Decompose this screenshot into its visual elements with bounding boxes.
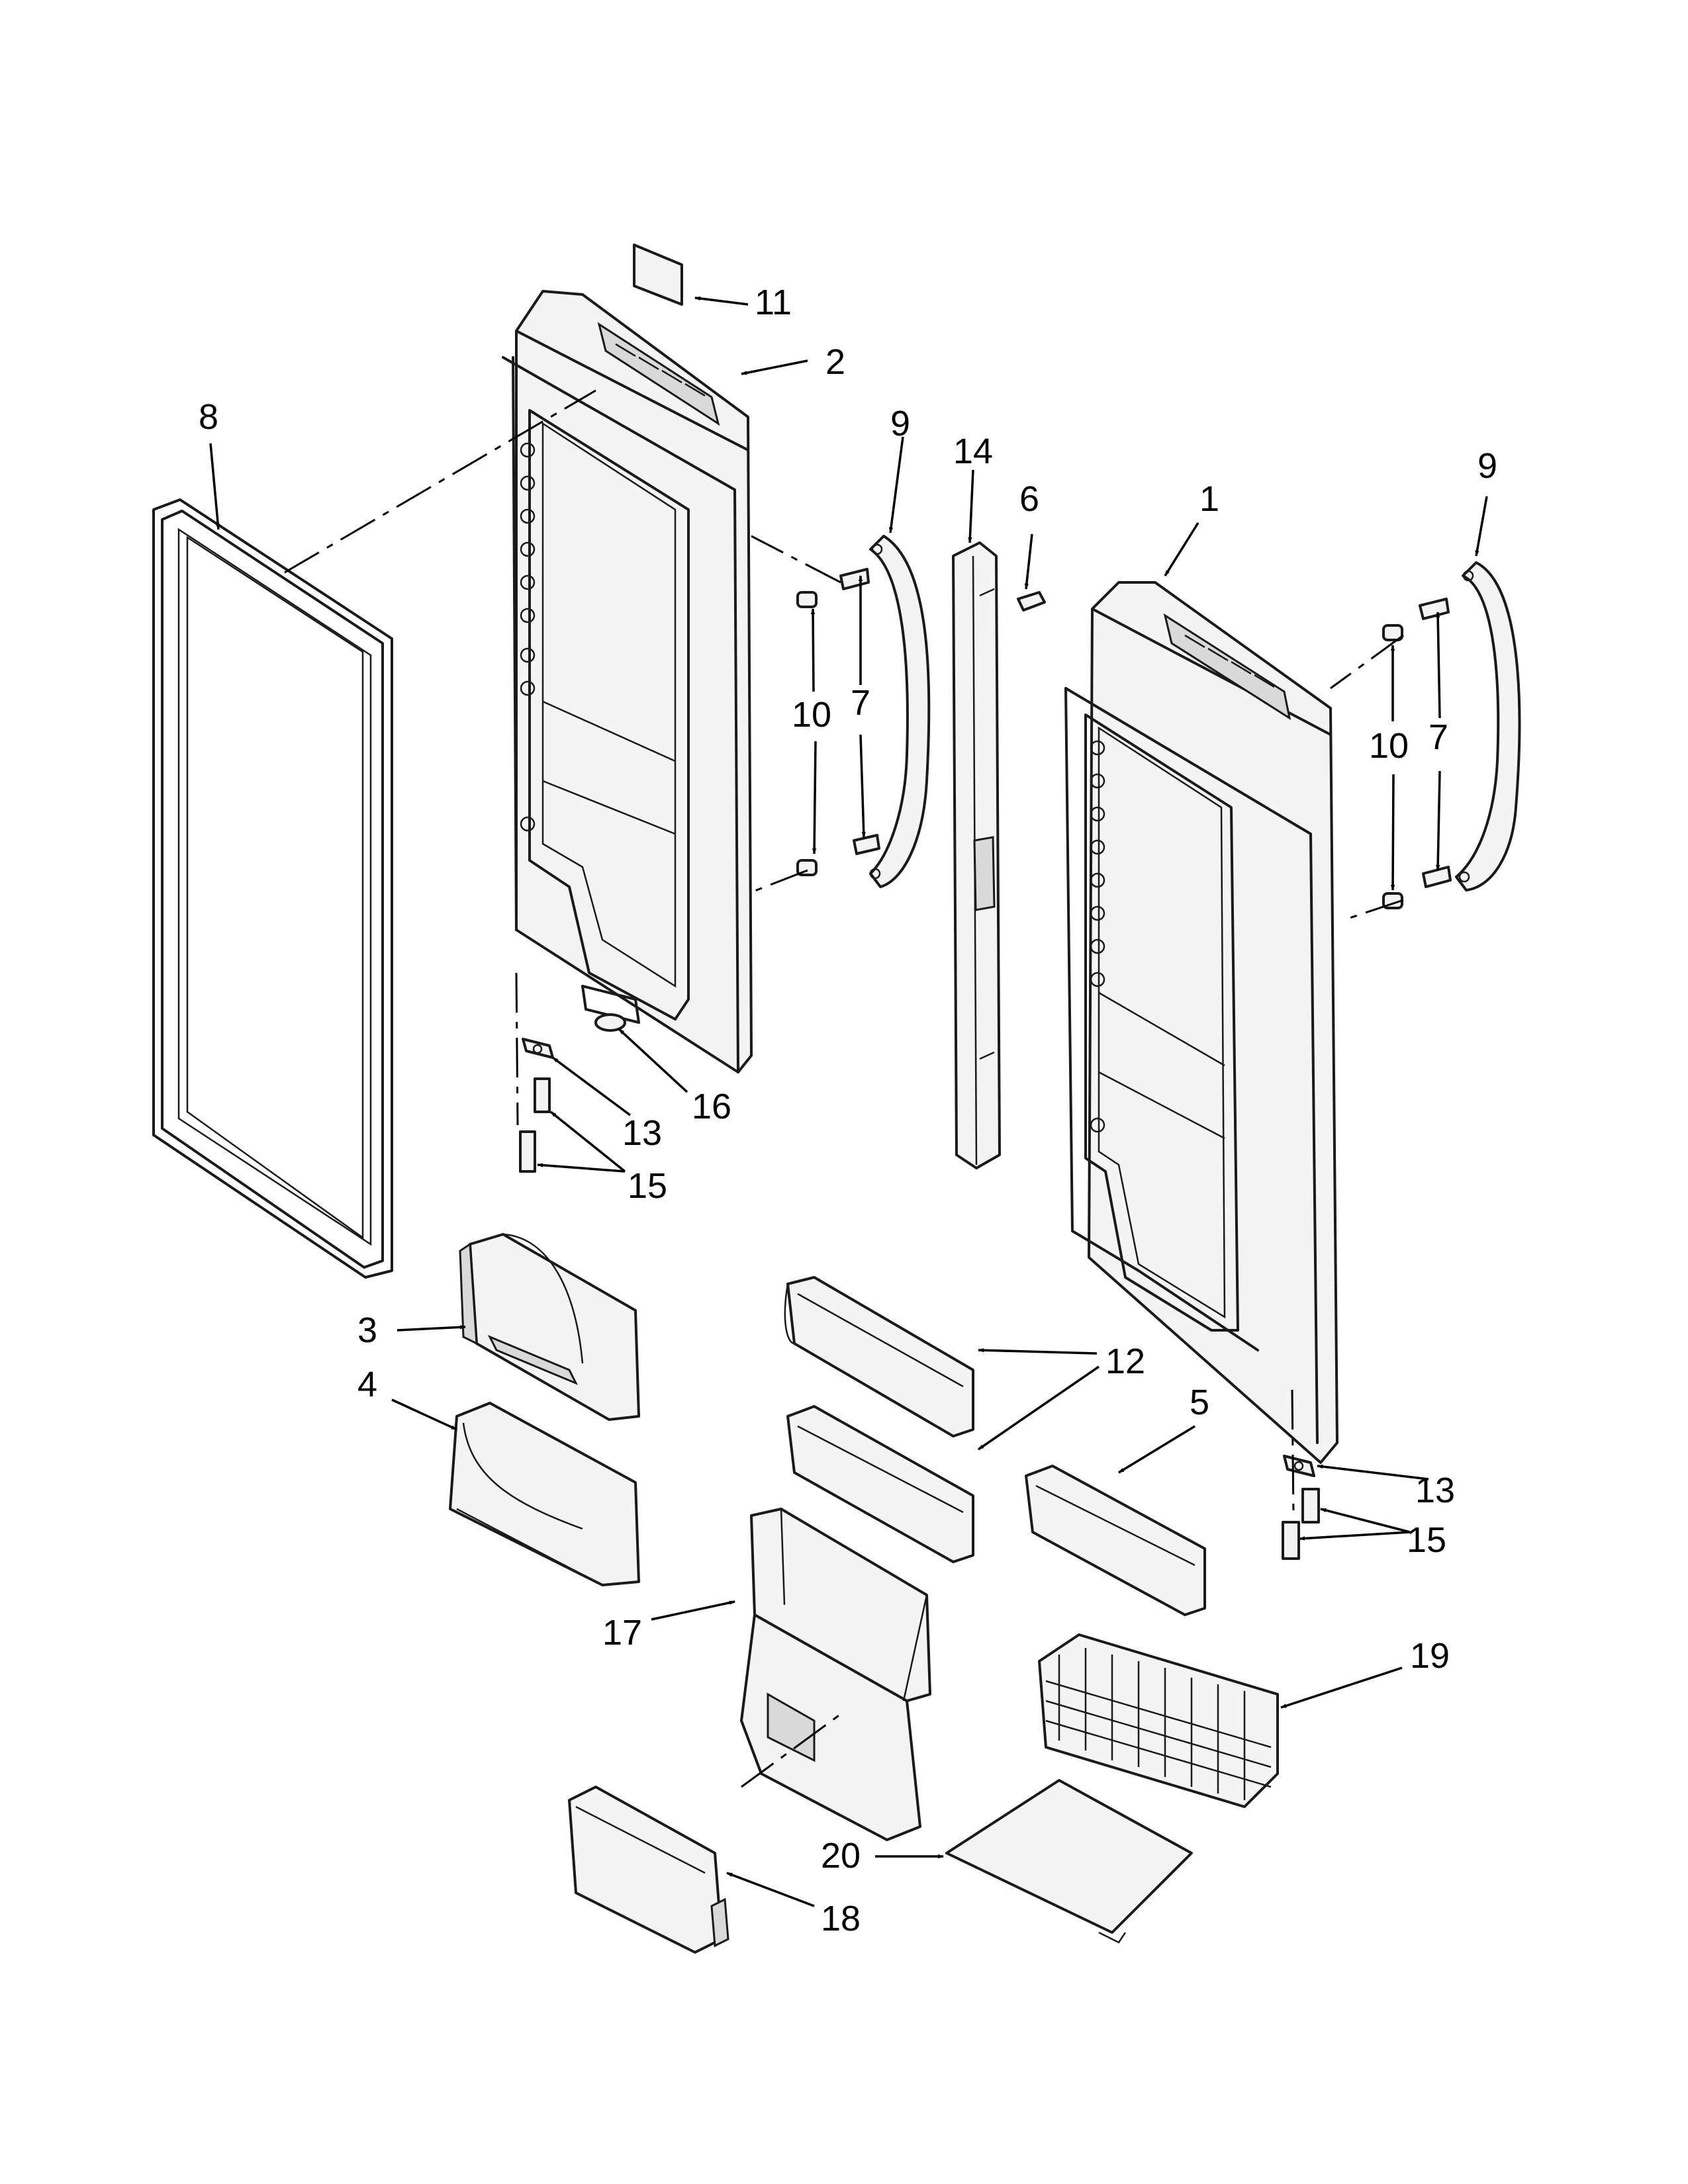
callout-19: 19 xyxy=(1410,1636,1450,1676)
lower-dispenser-cover-part xyxy=(449,1402,640,1586)
callout-14: 14 xyxy=(953,432,993,471)
leader-arrows xyxy=(209,296,1488,1907)
door-bin-upper-part xyxy=(784,1276,974,1437)
upper-dispenser-cover-part xyxy=(459,1233,640,1421)
callout-13-right: 13 xyxy=(1415,1471,1455,1510)
callout-20: 20 xyxy=(821,1836,861,1876)
right-door-liner-part xyxy=(1064,581,1338,1464)
left-door-liner-part xyxy=(502,290,753,1073)
callout-8: 8 xyxy=(199,397,218,437)
callout-12: 12 xyxy=(1105,1342,1145,1381)
callout-13-left: 13 xyxy=(622,1113,662,1153)
callout-15-left: 15 xyxy=(628,1166,667,1206)
right-handle-part xyxy=(1455,561,1521,891)
drip-tray-grille-part xyxy=(1038,1633,1279,1808)
callout-9-left: 9 xyxy=(890,404,910,443)
callout-5: 5 xyxy=(1190,1383,1209,1422)
callout-9-right: 9 xyxy=(1477,446,1497,486)
callout-3: 3 xyxy=(357,1310,377,1350)
assembly-lines xyxy=(284,389,1404,1788)
tray-cover-plate-part xyxy=(945,1779,1193,1944)
callout-labels: 1 2 3 4 5 6 7 7 8 9 9 10 10 11 12 13 13 … xyxy=(199,283,1497,1938)
callout-17: 17 xyxy=(602,1613,642,1653)
callout-11: 11 xyxy=(755,283,792,322)
door-shelf-rails xyxy=(520,442,536,832)
door-bin-middle-part xyxy=(786,1405,974,1563)
small-door-bin-part xyxy=(1025,1465,1206,1616)
callout-7-right: 7 xyxy=(1429,717,1448,757)
callout-16: 16 xyxy=(692,1087,731,1126)
ice-bin-housing-part xyxy=(740,1508,931,1841)
screw-part xyxy=(1017,591,1046,612)
right-hinge-hardware xyxy=(1282,1389,1320,1560)
callout-10-left: 10 xyxy=(792,695,831,735)
center-mullion-part xyxy=(952,541,1001,1169)
callout-1: 1 xyxy=(1199,479,1219,519)
right-door-shelf-rails xyxy=(1090,740,1105,1133)
callout-10-right: 10 xyxy=(1369,726,1409,766)
callout-18: 18 xyxy=(821,1899,861,1938)
callout-6: 6 xyxy=(1019,479,1039,519)
callout-4: 4 xyxy=(357,1365,377,1404)
ice-bucket-part xyxy=(568,1786,729,1954)
left-hinge-hardware xyxy=(515,972,554,1173)
door-gasket-part xyxy=(152,498,393,1279)
left-handle-part xyxy=(869,535,931,888)
callout-2: 2 xyxy=(825,342,845,382)
label-plate-part xyxy=(633,244,683,306)
callout-7-left: 7 xyxy=(851,683,870,723)
callout-15-right: 15 xyxy=(1407,1520,1446,1560)
